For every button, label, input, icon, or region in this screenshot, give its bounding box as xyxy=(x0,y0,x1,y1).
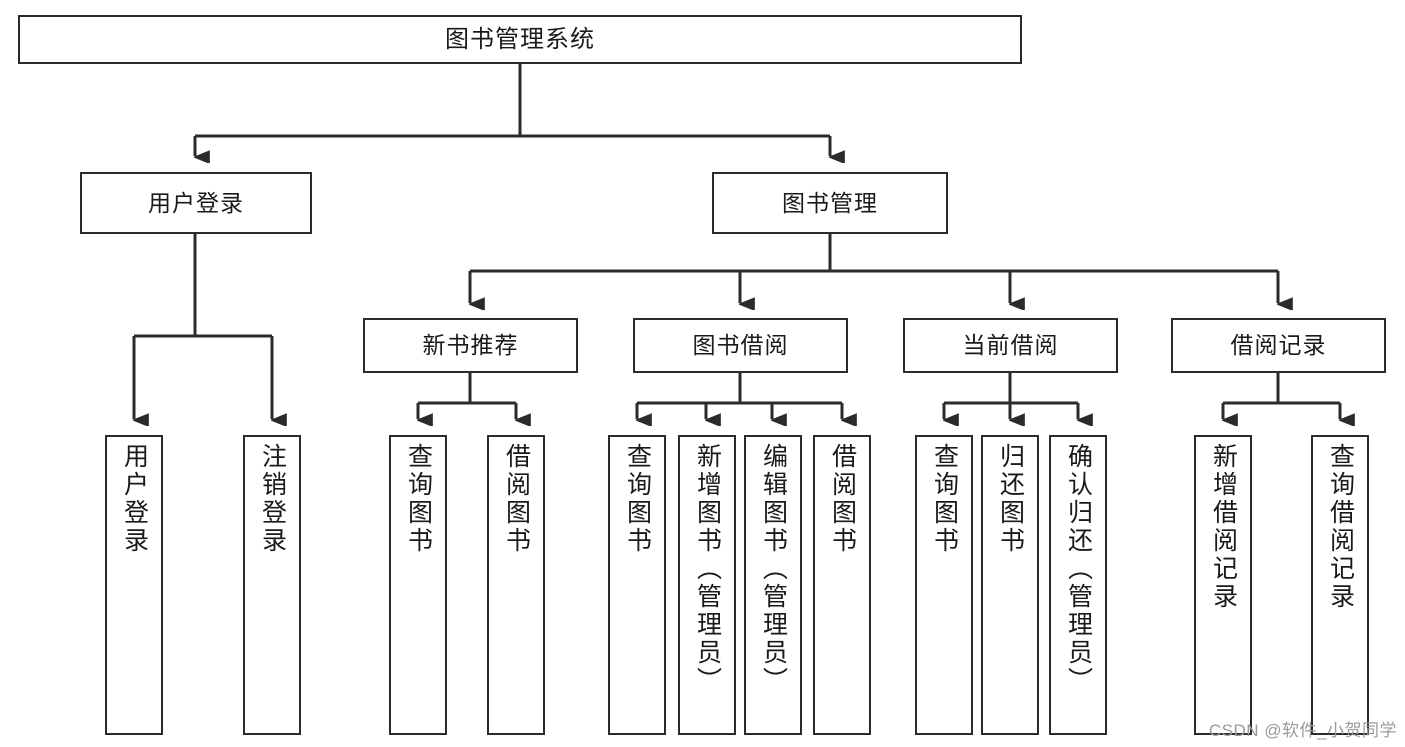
leaf-current-return-book[interactable]: 归还图书 xyxy=(981,435,1039,735)
node-label: 编辑图书（管理员） xyxy=(759,443,788,695)
leaf-user-login-login[interactable]: 用户登录 xyxy=(105,435,163,735)
leaf-recommend-query-book[interactable]: 查询图书 xyxy=(389,435,447,735)
csdn-watermark: CSDN @软件_小贺同学 xyxy=(1208,721,1397,740)
node-label: 查询借阅记录 xyxy=(1326,443,1355,611)
leaf-borrow-add-book-admin[interactable]: 新增图书（管理员） xyxy=(678,435,736,735)
node-label: 借阅图书 xyxy=(502,443,531,555)
node-label: 用户登录 xyxy=(148,189,244,216)
node-label: 新书推荐 xyxy=(422,332,519,358)
node-label: 借阅记录 xyxy=(1230,332,1327,358)
node-label: 当前借阅 xyxy=(962,332,1059,358)
node-label: 查询图书 xyxy=(930,443,959,555)
node-label: 查询图书 xyxy=(623,443,652,555)
node-book-borrow[interactable]: 图书借阅 xyxy=(633,318,848,373)
node-label: 图书管理 xyxy=(782,189,878,216)
node-label: 归还图书 xyxy=(996,443,1025,555)
leaf-user-login-logout[interactable]: 注销登录 xyxy=(243,435,301,735)
node-label: 新增借阅记录 xyxy=(1209,443,1238,611)
leaf-borrow-query-book[interactable]: 查询图书 xyxy=(608,435,666,735)
leaf-borrow-borrow-book[interactable]: 借阅图书 xyxy=(813,435,871,735)
node-label: 用户登录 xyxy=(120,443,149,555)
leaf-record-query-borrow-record[interactable]: 查询借阅记录 xyxy=(1311,435,1369,735)
node-root-book-management-system[interactable]: 图书管理系统 xyxy=(18,15,1022,64)
leaf-current-query-book[interactable]: 查询图书 xyxy=(915,435,973,735)
node-label: 新增图书（管理员） xyxy=(693,443,722,695)
node-current-borrow[interactable]: 当前借阅 xyxy=(903,318,1118,373)
leaf-borrow-edit-book-admin[interactable]: 编辑图书（管理员） xyxy=(744,435,802,735)
node-label: 图书借阅 xyxy=(692,332,789,358)
leaf-current-confirm-return-admin[interactable]: 确认归还（管理员） xyxy=(1049,435,1107,735)
leaf-record-add-borrow-record[interactable]: 新增借阅记录 xyxy=(1194,435,1252,735)
node-label: 图书管理系统 xyxy=(445,25,595,53)
leaf-recommend-borrow-book[interactable]: 借阅图书 xyxy=(487,435,545,735)
node-label: 借阅图书 xyxy=(828,443,857,555)
node-label: 查询图书 xyxy=(404,443,433,555)
node-borrow-record[interactable]: 借阅记录 xyxy=(1171,318,1386,373)
node-new-book-recommendation[interactable]: 新书推荐 xyxy=(363,318,578,373)
node-label: 确认归还（管理员） xyxy=(1064,443,1093,695)
node-user-login[interactable]: 用户登录 xyxy=(80,172,312,234)
node-label: 注销登录 xyxy=(258,443,287,555)
node-book-management[interactable]: 图书管理 xyxy=(712,172,948,234)
